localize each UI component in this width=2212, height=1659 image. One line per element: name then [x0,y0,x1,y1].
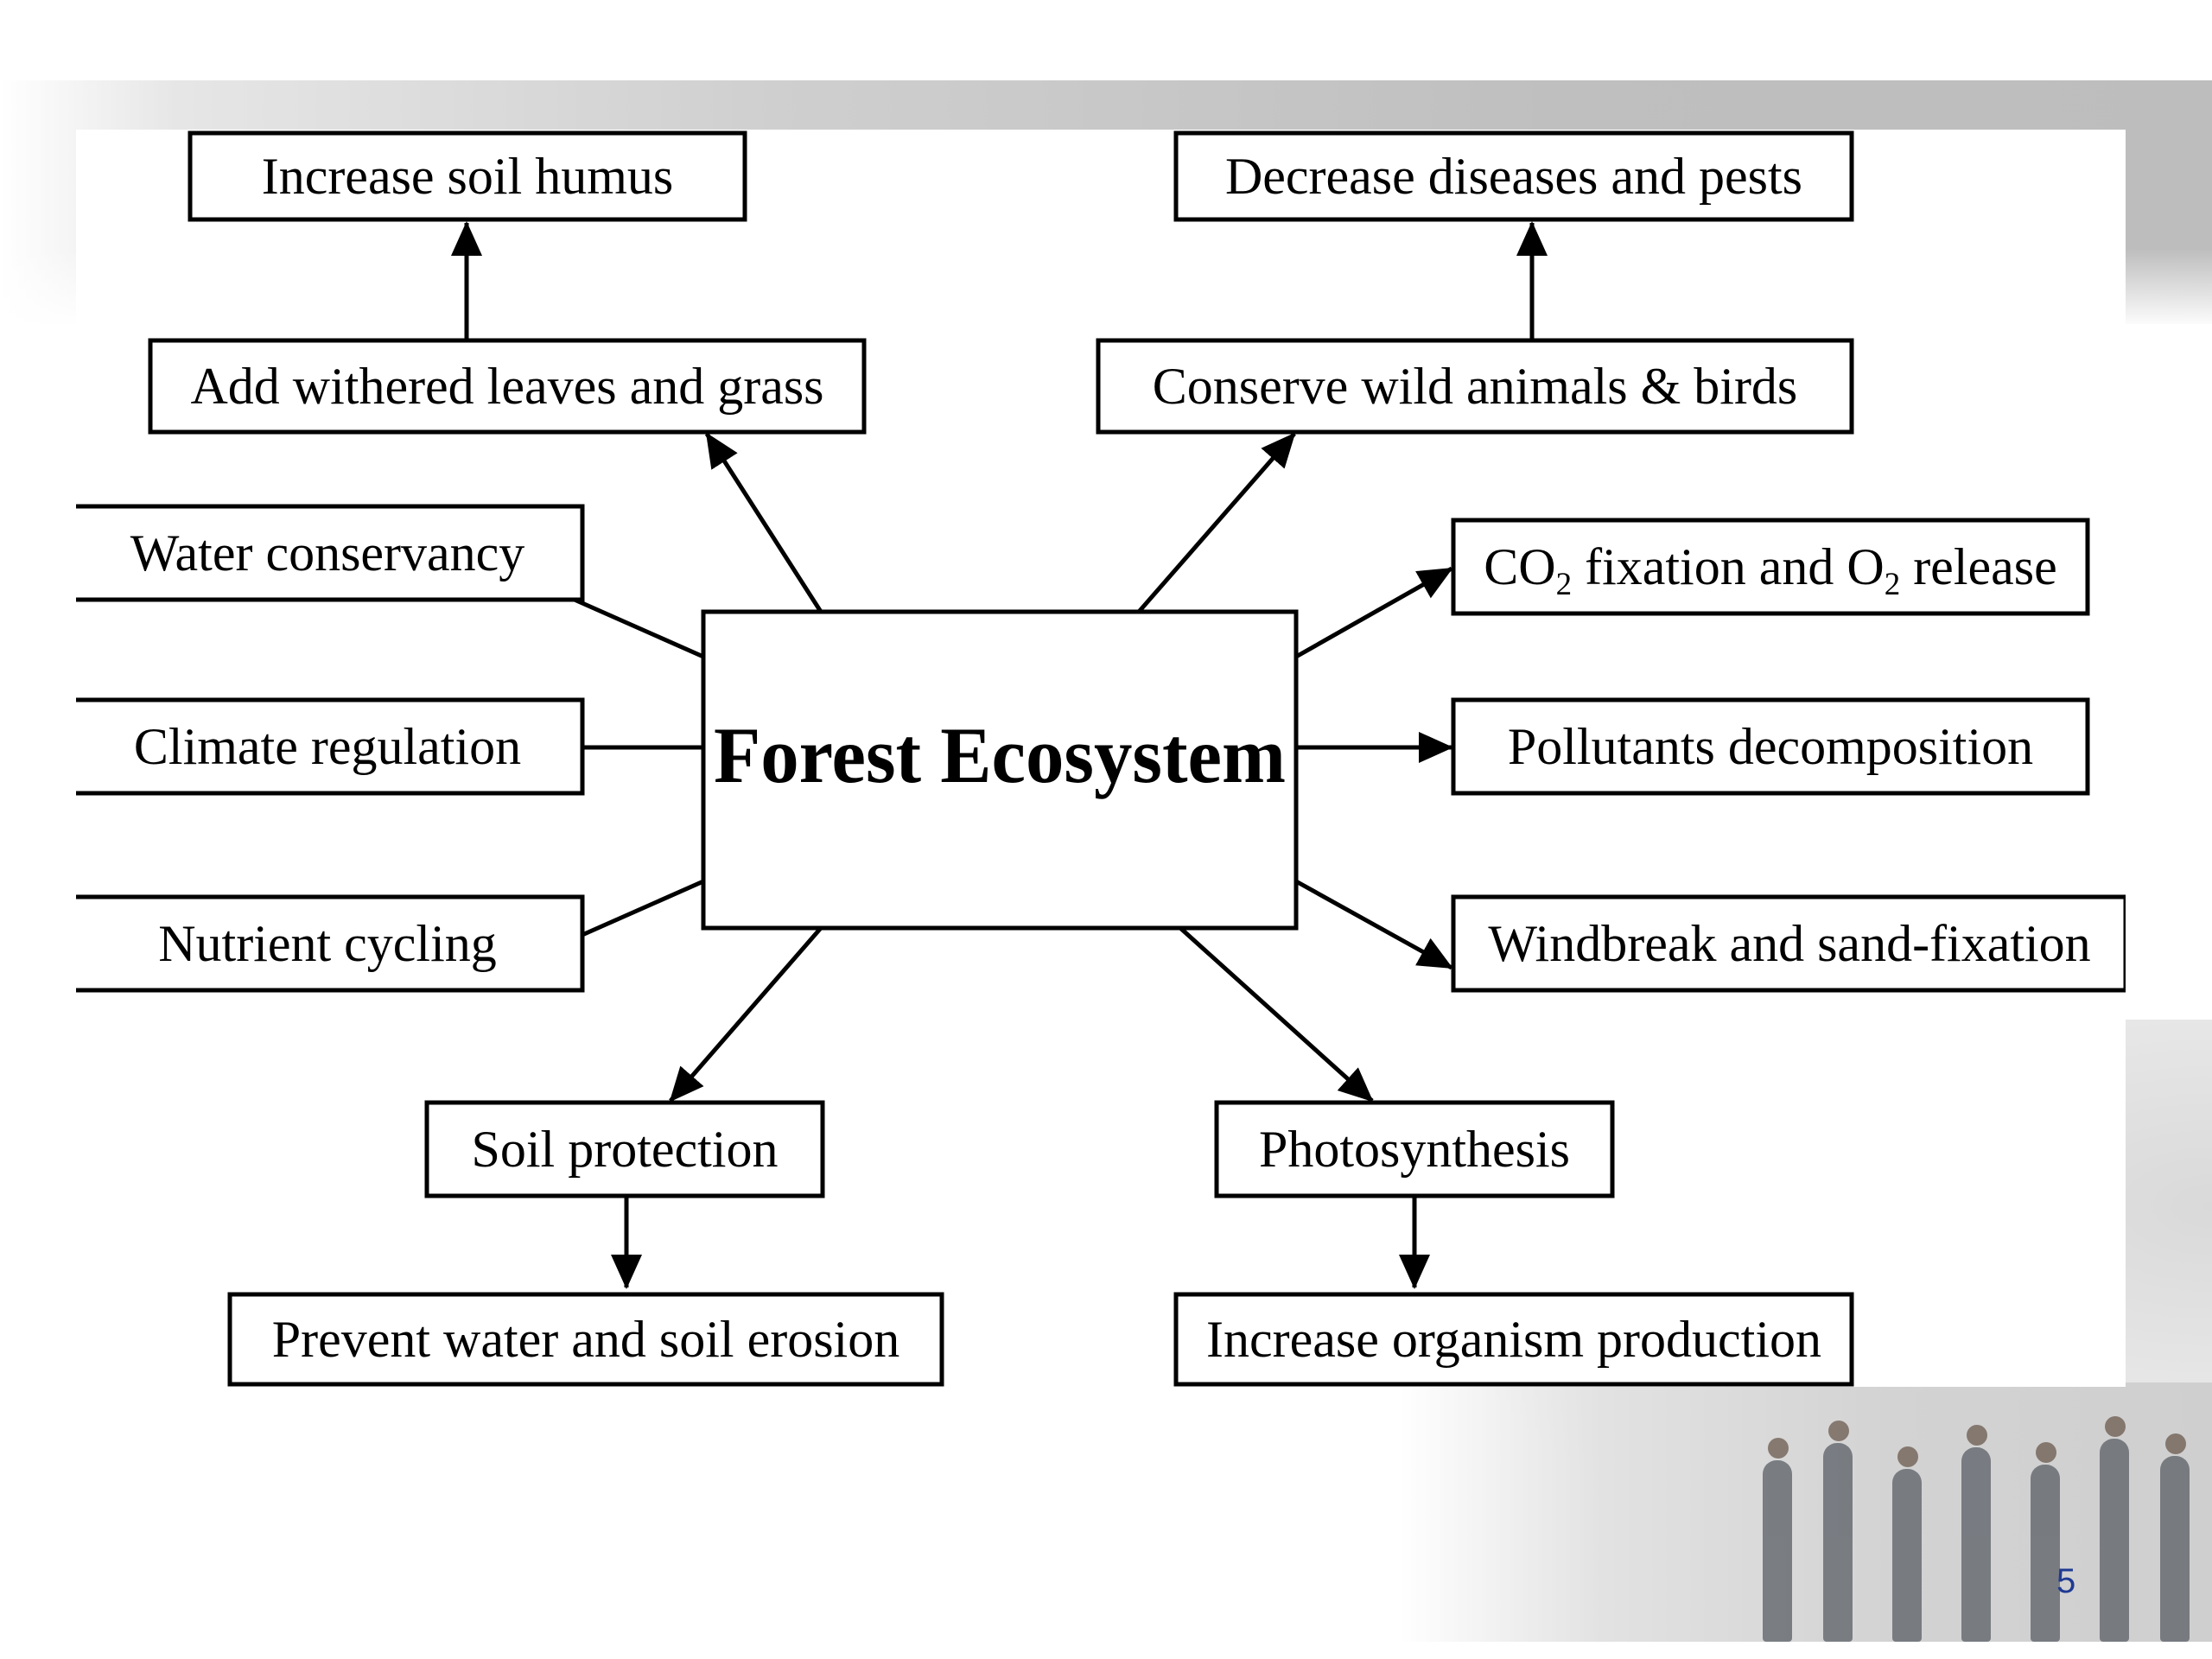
node-label-co2: CO2 fixation and O2 release [1484,538,2056,602]
diagram-nodes: Forest Ecosystem Add withered leaves and … [76,130,2126,1387]
node-label-pests: Decrease diseases and pests [1225,148,1802,205]
node-label-water: Water conservancy [130,524,525,582]
node-erosion: Prevent water and soil erosion [227,1292,944,1387]
node-label-wildlife: Conserve wild animals & birds [1153,358,1798,415]
arrow-center-co2 [1294,566,1453,659]
node-box-nutrient [76,894,585,993]
arrow-center-windbreak [1294,879,1453,970]
node-label-erosion: Prevent water and soil erosion [272,1311,899,1368]
node-photo: Photosynthesis [1214,1100,1615,1198]
node-windbreak: Windbreak and sand-fixation [1451,894,2126,993]
arrow-center-photo [1179,926,1374,1103]
node-label-pollutants: Pollutants decomposition [1508,718,2033,775]
node-pollutants: Pollutants decomposition [1451,697,2090,796]
slide-page-number: 5 [2056,1562,2076,1600]
node-organism: Increase organism production [1173,1292,1854,1387]
node-label-humus: Increase soil humus [262,148,674,205]
node-box-erosion [227,1292,944,1387]
node-co2: CO2 fixation and O2 release [1451,518,2090,616]
node-box-organism [1173,1292,1854,1387]
node-label-nutrient: Nutrient cycling [158,915,497,972]
node-box-wildlife [1096,338,1854,435]
people-silhouette-image [1400,1382,2212,1642]
node-pests: Decrease diseases and pests [1173,130,1854,222]
node-label-center: Forest Ecosystem [714,711,1286,799]
node-humus: Increase soil humus [188,130,747,222]
node-box-soilprot [424,1100,825,1198]
arrow-center-withered [704,432,823,613]
node-soilprot: Soil protection [424,1100,825,1198]
forest-ecosystem-diagram: Forest Ecosystem Add withered leaves and … [76,130,2126,1387]
node-box-center [701,609,1299,931]
arrow-center-soilprot [669,926,823,1103]
node-box-windbreak [1451,894,2126,993]
node-label-withered: Add withered leaves and grass [190,358,823,415]
node-center: Forest Ecosystem [701,609,1299,931]
node-box-pests [1173,130,1854,222]
node-box-climate [76,697,585,796]
node-label-organism: Increase organism production [1206,1311,1821,1368]
node-label-windbreak: Windbreak and sand-fixation [1488,915,2090,972]
node-box-co2 [1451,518,2090,616]
node-climate: Climate regulation [76,697,585,796]
node-box-pollutants [1451,697,2090,796]
diagram-canvas: Forest Ecosystem Add withered leaves and … [76,130,2126,1387]
node-label-climate: Climate regulation [134,718,521,775]
node-box-water [76,504,585,602]
node-label-photo: Photosynthesis [1259,1121,1570,1178]
arrow-center-wildlife [1137,432,1296,613]
node-box-withered [148,338,867,435]
node-box-humus [188,130,747,222]
node-nutrient: Nutrient cycling [76,894,585,993]
node-wildlife: Conserve wild animals & birds [1096,338,1854,435]
node-label-soilprot: Soil protection [472,1121,779,1178]
node-water: Water conservancy [76,504,585,602]
node-box-photo [1214,1100,1615,1198]
node-withered: Add withered leaves and grass [148,338,867,435]
